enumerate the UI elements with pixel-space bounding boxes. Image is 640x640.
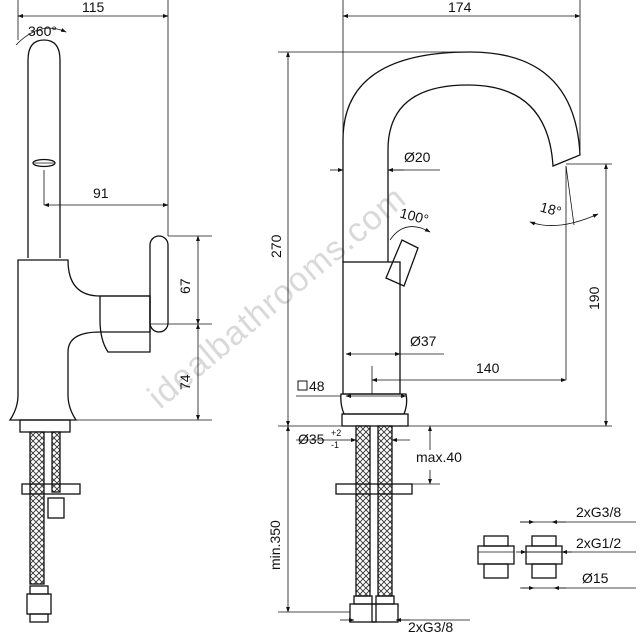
side-hose-1 xyxy=(29,431,45,585)
dim-hole-dia: Ø35 xyxy=(298,431,325,447)
aerator-outlet xyxy=(32,158,56,168)
cartridge-block xyxy=(99,295,151,353)
dim-reach-right: 140 xyxy=(476,360,500,376)
dim-base-square: 48 xyxy=(309,378,325,394)
side-base xyxy=(19,419,71,433)
front-fitting-1a xyxy=(353,595,373,605)
dim-hose-len: min.350 xyxy=(267,520,283,570)
side-bracket xyxy=(21,483,81,495)
dim-handle-height: 67 xyxy=(177,278,193,294)
side-body xyxy=(8,259,151,421)
dim-conn-top: 2xG3/8 xyxy=(576,504,621,520)
dim-width-left: 115 xyxy=(82,0,105,15)
side-nut xyxy=(47,497,65,519)
front-lever xyxy=(385,239,419,287)
front-base-collar xyxy=(340,393,408,415)
side-fitting-2 xyxy=(26,593,52,615)
dim-spout-dia: Ø20 xyxy=(404,149,431,165)
adapters xyxy=(477,535,563,579)
front-fitting-2a xyxy=(375,595,395,605)
dim-conn-bottom: 2xG3/8 xyxy=(408,619,453,635)
front-bracket xyxy=(335,483,413,495)
front-hose-2 xyxy=(377,425,393,597)
side-spout xyxy=(27,39,61,258)
side-view xyxy=(8,39,169,623)
dim-height-190: 190 xyxy=(586,286,602,310)
dim-angle-18: 18° xyxy=(539,199,564,220)
square-symbol-icon xyxy=(297,380,308,391)
dim-lever-angle: 100° xyxy=(398,205,430,228)
side-lever xyxy=(149,235,169,333)
dim-width-right: 174 xyxy=(448,0,472,15)
dim-rotation: 360° xyxy=(28,23,57,39)
front-hose-1 xyxy=(355,425,371,597)
side-stud xyxy=(51,431,61,493)
dim-pipe-dia: Ø15 xyxy=(582,570,609,586)
dim-body-dia: Ø37 xyxy=(410,333,437,349)
dim-conn-mid: 2xG1/2 xyxy=(576,535,621,551)
front-base xyxy=(341,413,409,427)
side-fitting-3 xyxy=(29,613,49,623)
side-fitting-1 xyxy=(29,585,49,595)
dim-deck-max: max.40 xyxy=(416,449,462,465)
gooseneck-spout xyxy=(342,51,581,262)
front-fitting-2b xyxy=(371,603,399,623)
front-dimensions xyxy=(278,0,636,622)
dim-body-height: 74 xyxy=(177,374,193,390)
dim-hole-tol-plus: +2 xyxy=(331,428,341,438)
front-fitting-1b xyxy=(349,603,377,623)
side-dimensions xyxy=(15,0,212,421)
front-body xyxy=(342,261,401,395)
dim-height-total: 270 xyxy=(268,234,284,258)
dim-hole-tol-minus: -1 xyxy=(331,440,339,450)
dim-reach-left: 91 xyxy=(93,185,109,201)
